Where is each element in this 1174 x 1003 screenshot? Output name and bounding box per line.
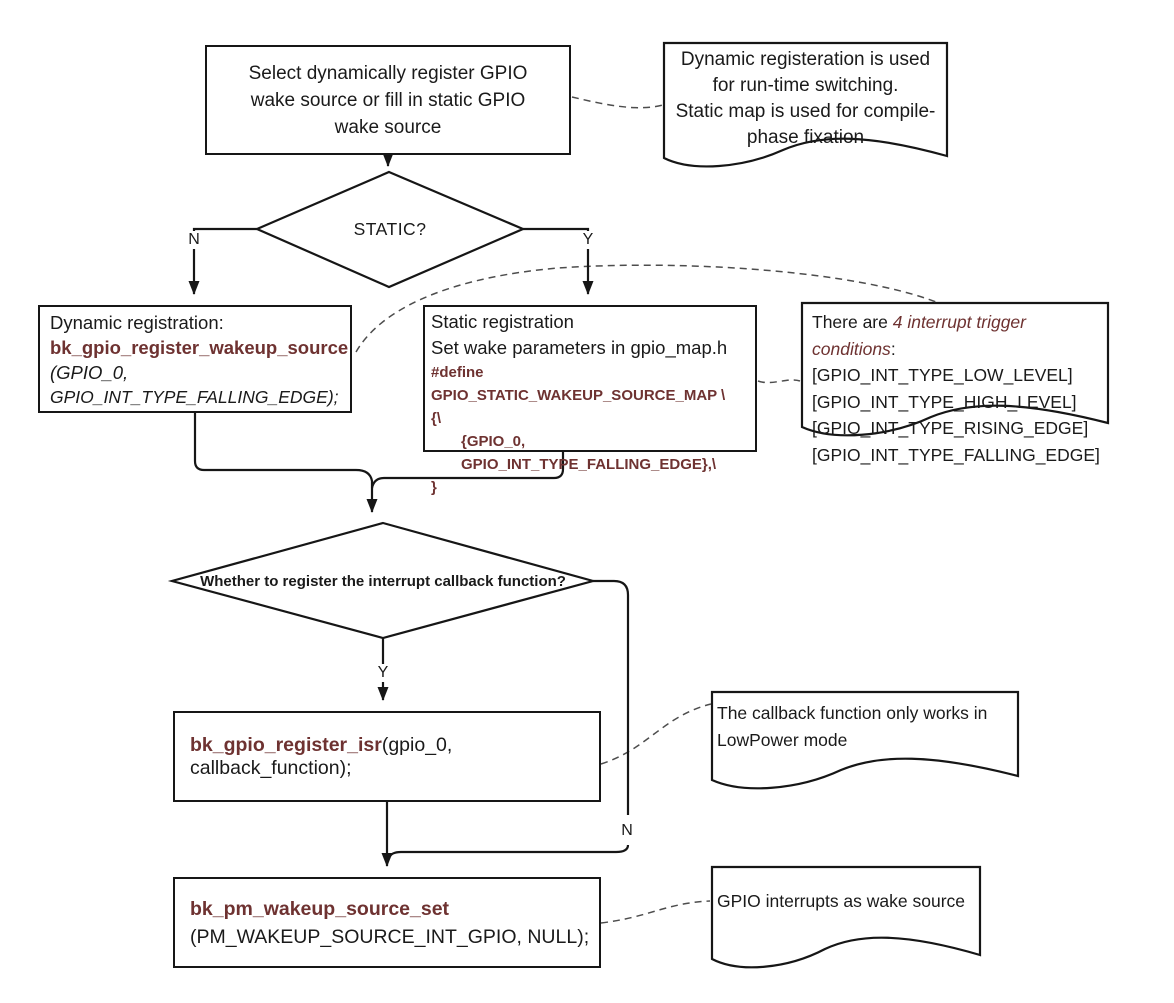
- callout-callback-note-text: The callback function only works in LowP…: [717, 703, 988, 750]
- pm-function-name: bk_pm_wakeup_source_set: [190, 897, 450, 920]
- static-decision-yes-label: Y: [579, 231, 597, 249]
- static-decision-no-label: N: [185, 231, 203, 249]
- dashed-connector-isr-to-note: [600, 703, 712, 765]
- callout-wake-note-text: GPIO interrupts as wake source: [717, 891, 966, 911]
- node-register-isr: [173, 711, 601, 802]
- node-select-source-text: Select dynamically register GPIO wake so…: [248, 62, 528, 138]
- trigger-condition-item: [GPIO_INT_TYPE_FALLING_EDGE]: [812, 444, 1100, 465]
- node-pm-wakeup-set: [173, 877, 601, 968]
- static-line1: Static registration: [431, 311, 574, 332]
- static-code-entry: {GPIO_0, GPIO_INT_TYPE_FALLING_EDGE},\: [461, 433, 717, 473]
- trigger-condition-item: [GPIO_INT_TYPE_LOW_LEVEL]: [812, 365, 1073, 385]
- flow-decision-yes-branch: [523, 227, 594, 295]
- dashed-connector-static-to-conditions: [757, 379, 801, 384]
- dashed-connector-select-to-note: [571, 96, 664, 109]
- node-static-registration: [423, 305, 757, 452]
- callback-decision-yes-label: Y: [374, 664, 392, 682]
- dynamic-line1: Dynamic registration:: [50, 312, 224, 333]
- trigger-conditions-heading: There are 4 interrupt trigger conditions…: [812, 312, 1026, 359]
- trigger-condition-item: [GPIO_INT_TYPE_HIGH_LEVEL]: [812, 391, 1077, 412]
- flow-decision2-no-merge: [387, 844, 630, 859]
- dynamic-arg2: GPIO_INT_TYPE_FALLING_EDGE);: [50, 387, 339, 407]
- pm-args: (PM_WAKEUP_SOURCE_INT_GPIO, NULL);: [190, 925, 590, 948]
- dashed-connector-pm-to-note: [600, 900, 711, 924]
- static-code-open-brace: {\: [431, 410, 442, 427]
- flow-decision-no-branch: [188, 227, 257, 295]
- callout-shape-wake-note: [710, 865, 982, 969]
- trigger-conditions-emphasis: 4 interrupt trigger conditions: [812, 312, 1026, 359]
- static-decision-label: STATIC?: [353, 218, 427, 239]
- node-dynamic-registration: [38, 305, 352, 413]
- static-code-define: #define GPIO_STATIC_WAKEUP_SOURCE_MAP \: [431, 364, 726, 404]
- callout-trigger-conditions-text: There are 4 interrupt trigger conditions…: [812, 309, 1104, 468]
- trigger-condition-item: [GPIO_INT_TYPE_RISING_EDGE]: [812, 418, 1089, 438]
- static-code-close-brace: }: [431, 479, 437, 496]
- callback-decision-no-label: N: [618, 822, 636, 840]
- node-pm-wakeup-set-text: bk_pm_wakeup_source_set (PM_WAKEUP_SOURC…: [190, 877, 595, 968]
- static-line2: Set wake parameters in gpio_map.h: [431, 337, 728, 358]
- callout-note-line2: Static map is used for compile-phase fix…: [675, 101, 936, 148]
- node-static-registration-text: Static registration Set wake parameters …: [431, 309, 753, 499]
- dynamic-function-name: bk_gpio_register_wakeup_source: [50, 337, 349, 358]
- callout-dynamic-vs-static-text: Dynamic registeration is used for run-ti…: [672, 47, 939, 151]
- node-register-isr-text: bk_gpio_register_isr(gpio_0, callback_fu…: [190, 711, 595, 802]
- isr-args: (gpio_0, callback_function);: [190, 733, 453, 779]
- flow-dynamic-exit: [193, 413, 378, 513]
- node-dynamic-registration-text: Dynamic registration: bk_gpio_register_w…: [50, 310, 350, 410]
- isr-function-name: bk_gpio_register_isr: [190, 733, 382, 756]
- callout-note-line1: Dynamic registeration is used for run-ti…: [680, 49, 931, 96]
- node-select-source: [205, 45, 571, 155]
- callback-decision-label: Whether to register the interrupt callba…: [200, 572, 566, 590]
- dynamic-arg1: (GPIO_0,: [50, 362, 129, 383]
